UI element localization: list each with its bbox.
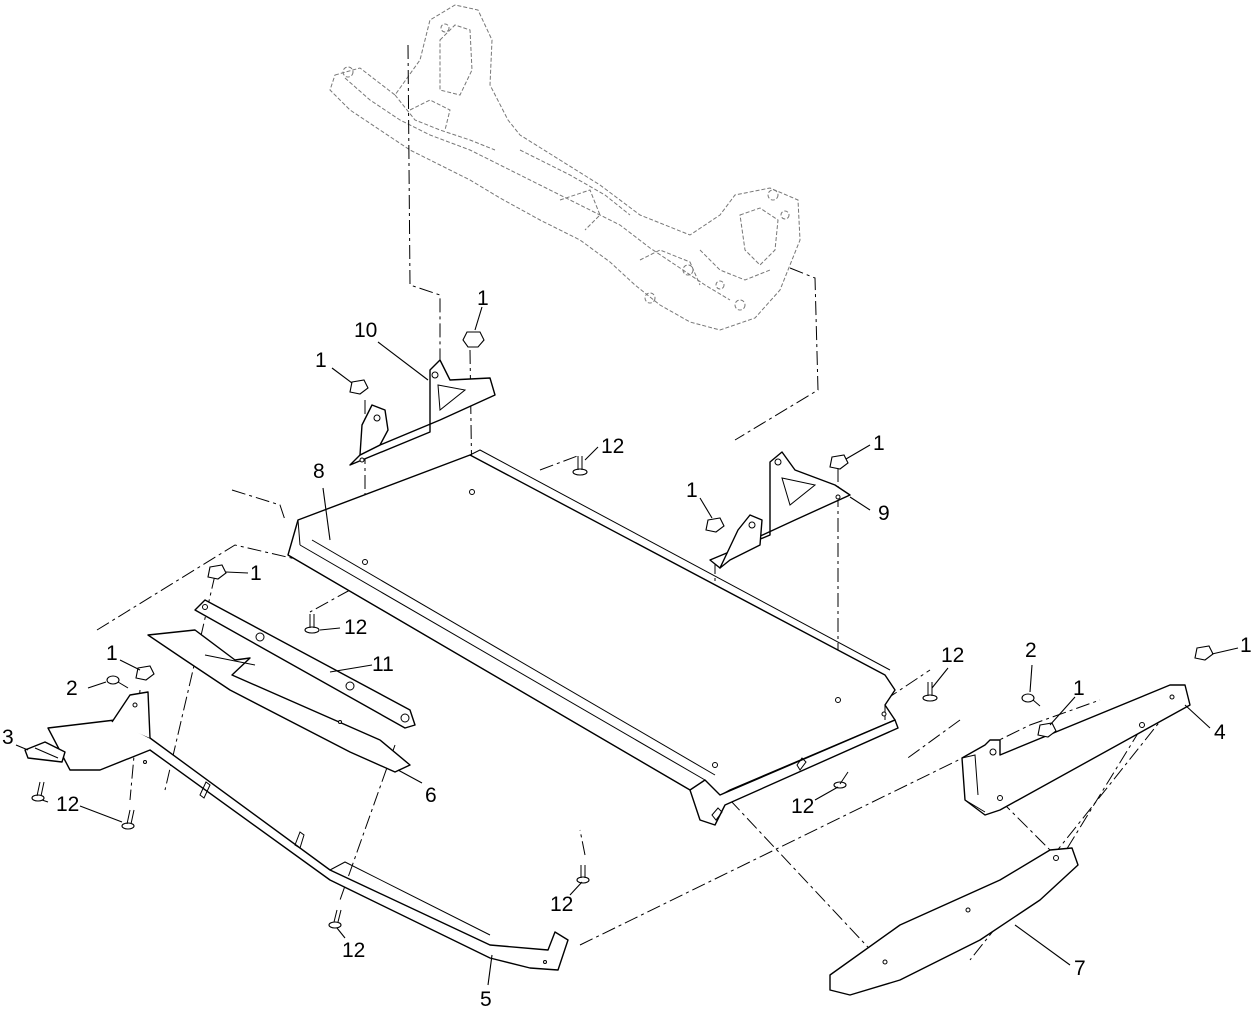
- callouts: 1 1 1 1 1 1 1 1 2 2 3 4 5 6 7 8 9 10 11 …: [2, 287, 1252, 1011]
- callout-4: 4: [1214, 721, 1226, 744]
- callout-1: 1: [106, 642, 118, 665]
- callout-1: 1: [686, 479, 698, 502]
- callout-2: 2: [1025, 639, 1037, 662]
- callout-12: 12: [550, 893, 573, 916]
- deflector-7: [829, 847, 1079, 996]
- callout-5: 5: [480, 988, 492, 1011]
- callout-1: 1: [1240, 634, 1252, 657]
- callout-10: 10: [354, 319, 377, 342]
- strap-11: [194, 599, 416, 729]
- callout-2: 2: [66, 677, 78, 700]
- skid-plate-main: [287, 449, 899, 826]
- leader-lines: [15, 306, 1239, 986]
- callout-11: 11: [372, 653, 394, 676]
- callout-1: 1: [477, 287, 489, 310]
- stud-hardware: [31, 456, 938, 929]
- callout-3: 3: [2, 726, 14, 749]
- callout-1: 1: [315, 349, 327, 372]
- bolt-hardware: [106, 675, 1041, 707]
- callout-12: 12: [344, 616, 367, 639]
- callout-12: 12: [941, 644, 964, 667]
- callout-12: 12: [601, 435, 624, 458]
- callout-7: 7: [1074, 957, 1086, 980]
- callout-8: 8: [313, 460, 325, 483]
- bracket-left: [349, 359, 496, 466]
- callout-1: 1: [250, 562, 262, 585]
- frame-ghost: [329, 4, 801, 331]
- callout-12: 12: [342, 939, 365, 962]
- callout-1: 1: [1073, 677, 1085, 700]
- side-plate-5: [47, 691, 569, 971]
- side-plate-6: [147, 629, 411, 773]
- callout-1: 1: [873, 432, 885, 455]
- callout-12: 12: [56, 793, 79, 816]
- side-plate-4: [961, 684, 1191, 816]
- callout-6: 6: [425, 784, 437, 807]
- clip-3: [24, 741, 66, 763]
- callout-9: 9: [878, 502, 890, 525]
- bracket-right: [709, 451, 851, 569]
- nut-hardware: [135, 331, 1214, 738]
- callout-12: 12: [791, 795, 814, 818]
